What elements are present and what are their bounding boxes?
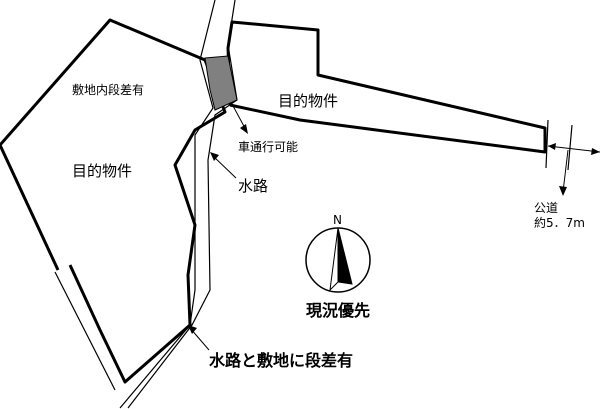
road-width-arrowhead-left [548,143,556,150]
label-target-property-right: 目的物件 [278,92,338,110]
road-width-arrowhead-right [591,148,600,155]
vehicle-access-shaded-area [204,55,238,111]
north-compass [305,227,371,293]
right-lot-boundary [226,20,547,154]
label-as-is: 現況優先 [306,301,370,320]
label-public-road: 公道 [534,201,558,215]
lower-left-lot-edge [54,271,116,391]
waterway-pointer [211,154,237,179]
compass-needle-white [329,227,339,292]
label-vehicle-access: 車通行可能 [238,140,298,154]
vehicle-access-pointer-arrowhead [240,124,248,134]
public-road-edge-1 [545,119,549,169]
public-road-pointer [562,149,569,193]
label-north: N [333,213,342,227]
label-waterway: 水路 [238,177,268,195]
label-road-width: 約5．7m [534,215,585,230]
left-lot-boundary [0,18,227,384]
public-road-pointer-arrowhead [559,186,567,196]
waterway-pointer-arrowhead [210,152,219,161]
label-target-property-left: 目的物件 [72,162,132,180]
compass-needle-black [337,227,353,285]
label-waterway-step: 水路と敷地に段差有 [209,351,353,370]
road-width-dimension-line [547,145,600,153]
waterway-step-pointer-arrowhead [188,325,197,334]
label-step-in-site: 敷地内段差有 [72,82,144,97]
public-road-edge-2 [567,124,573,171]
waterway-left-bank [119,0,216,409]
